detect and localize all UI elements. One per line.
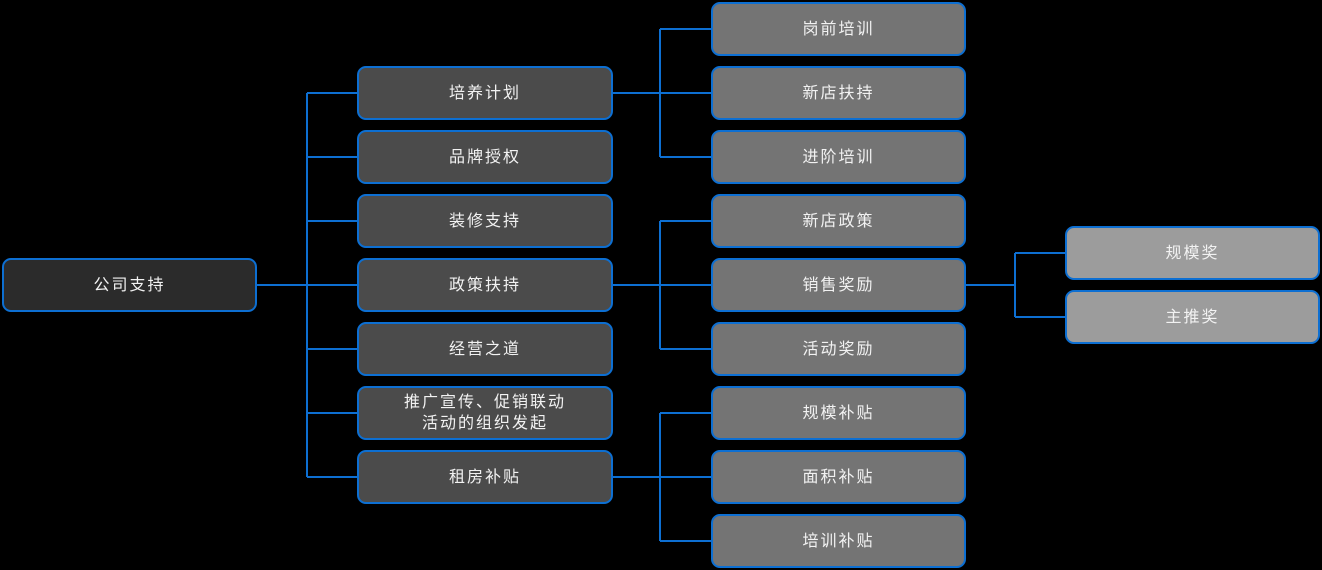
node-rent-subsidy[interactable]: 租房补贴 [357, 450, 613, 504]
node-new-store-policy[interactable]: 新店政策 [711, 194, 966, 248]
node-training-plan[interactable]: 培养计划 [357, 66, 613, 120]
connector-sales-reward-group [966, 252, 1065, 318]
node-sales-reward[interactable]: 销售奖励 [711, 258, 966, 312]
node-company-support[interactable]: 公司支持 [2, 258, 257, 312]
node-promotion-organization[interactable]: 推广宣传、促销联动 活动的组织发起 [357, 386, 613, 440]
node-decoration-support[interactable]: 装修支持 [357, 194, 613, 248]
node-advanced-training[interactable]: 进阶培训 [711, 130, 966, 184]
node-scale-award[interactable]: 规模奖 [1065, 226, 1320, 280]
node-brand-authorization[interactable]: 品牌授权 [357, 130, 613, 184]
node-new-store-support[interactable]: 新店扶持 [711, 66, 966, 120]
node-main-push-award[interactable]: 主推奖 [1065, 290, 1320, 344]
node-activity-reward[interactable]: 活动奖励 [711, 322, 966, 376]
connector-root-to-branches [257, 92, 357, 478]
node-training-subsidy[interactable]: 培训补贴 [711, 514, 966, 568]
node-scale-subsidy[interactable]: 规模补贴 [711, 386, 966, 440]
connector-policy-support-group [613, 220, 711, 350]
node-area-subsidy[interactable]: 面积补贴 [711, 450, 966, 504]
node-pre-job-training[interactable]: 岗前培训 [711, 2, 966, 56]
node-policy-support[interactable]: 政策扶持 [357, 258, 613, 312]
node-business-guidance[interactable]: 经营之道 [357, 322, 613, 376]
connector-training-plan-group [613, 28, 711, 158]
connector-rent-subsidy-group [613, 412, 711, 542]
